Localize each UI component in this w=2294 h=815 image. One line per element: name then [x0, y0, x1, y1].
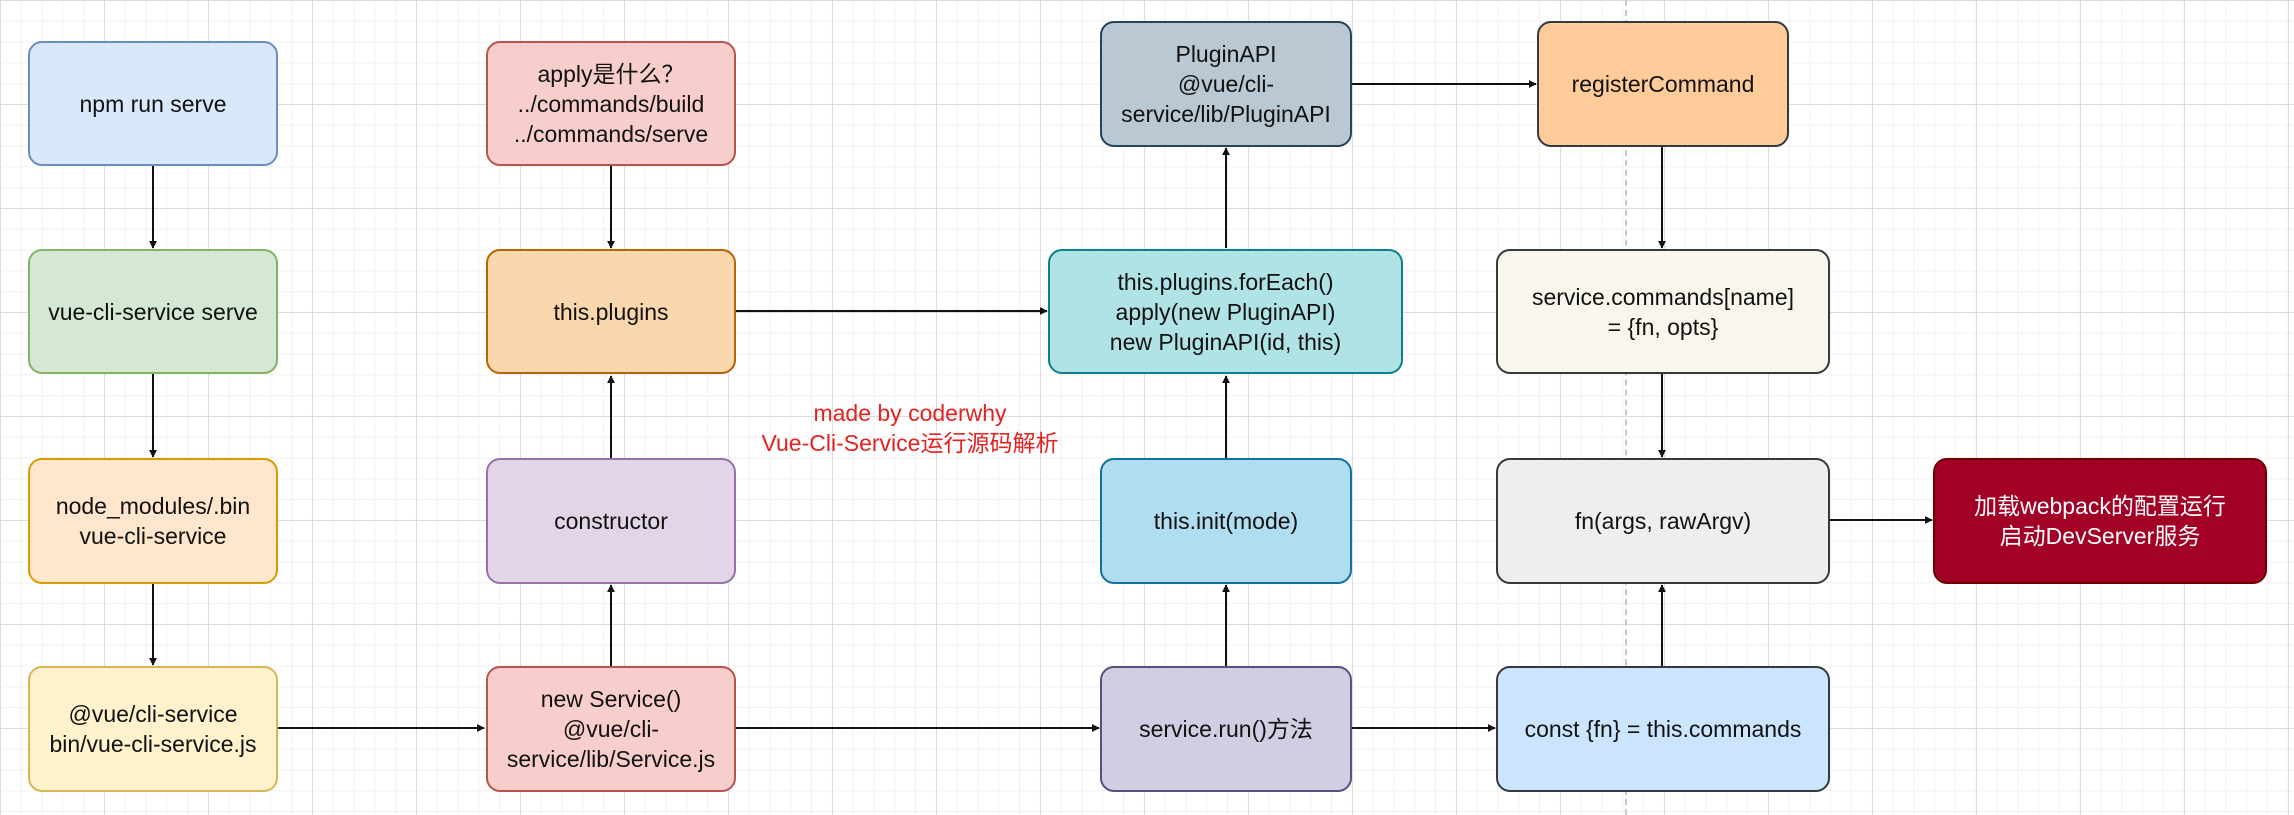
node-vue-cli-service-serve: vue-cli-service serve	[28, 249, 278, 374]
node-service-run: service.run()方法	[1100, 666, 1352, 792]
node-plugin-api: PluginAPI @vue/cli- service/lib/PluginAP…	[1100, 21, 1352, 147]
node-plugins-foreach: this.plugins.forEach() apply(new PluginA…	[1048, 249, 1403, 374]
guide-dashed-line	[1625, 0, 1627, 815]
watermark-text: made by coderwhy Vue-Cli-Service运行源码解析	[761, 400, 1059, 456]
node-load-webpack: 加载webpack的配置运行 启动DevServer服务	[1933, 458, 2267, 584]
node-npm-run-serve: npm run serve	[28, 41, 278, 166]
node-service-commands: service.commands[name] = {fn, opts}	[1496, 249, 1830, 374]
node-const-fn: const {fn} = this.commands	[1496, 666, 1830, 792]
node-bin-vue-cli-service: node_modules/.bin vue-cli-service	[28, 458, 278, 584]
node-constructor: constructor	[486, 458, 736, 584]
node-register-command: registerCommand	[1537, 21, 1789, 147]
node-bin-vue-cli-service-js: @vue/cli-service bin/vue-cli-service.js	[28, 666, 278, 792]
node-this-plugins: this.plugins	[486, 249, 736, 374]
node-apply-what: apply是什么？ ../commands/build ../commands/…	[486, 41, 736, 166]
node-new-service: new Service() @vue/cli- service/lib/Serv…	[486, 666, 736, 792]
node-fn-args: fn(args, rawArgv)	[1496, 458, 1830, 584]
node-this-init: this.init(mode)	[1100, 458, 1352, 584]
